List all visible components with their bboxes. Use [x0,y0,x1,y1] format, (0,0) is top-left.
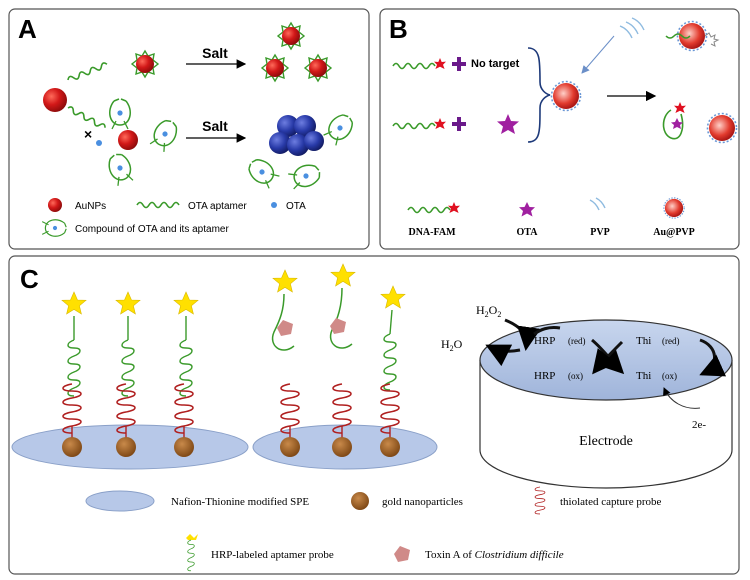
pvp-arrow [581,35,615,74]
no-target-label: No target [471,58,520,70]
legend-aunp-label: AuNPs [75,201,106,212]
legend-compound-label: Compound of OTA and its aptamer [75,224,229,235]
legend-hrp-label: HRP-labeled aptamer probe [211,549,334,561]
cross-arrow-2 [592,340,624,375]
panel-b-frame [379,8,740,250]
probe-left-1 [61,291,87,457]
h2o2-arrow [504,318,541,351]
ota-star-row2 [497,114,519,134]
hrp-cycle-arrow [533,326,561,336]
panel-c: C [8,255,740,575]
salt-label-bottom: Salt [202,118,228,134]
legend-pvp-label: PVP [590,227,609,238]
legend-ota-icon [271,202,277,208]
panel-a-letter: A [18,14,37,44]
legend-hrp-icon [186,534,198,572]
pvp-pieces [619,17,645,39]
aunp-aggregate [269,115,324,156]
legend-capture-label: thiolated capture probe [560,496,662,508]
thi-red-label: Thi [636,335,651,347]
legend-au-pvp-label: Au@PVP [653,227,695,238]
panel-c-letter: C [20,264,39,294]
panel-a: A × Salt Salt [8,8,370,250]
h2o-arrow [485,344,521,367]
panel-b-letter: B [389,14,408,44]
legend-gold-label: gold nanoparticles [382,496,463,508]
legend-toxin-icon [394,546,410,562]
salt-label-top: Salt [202,45,228,61]
thi-ox-state: (ox) [662,371,677,381]
probe-right-1 [271,269,300,457]
probe-right-3 [380,285,406,457]
hrp-red-label: HRP [534,335,555,347]
hrp-ox-label: HRP [534,370,555,382]
cross-mark: × [84,126,92,142]
legend-ota-label: OTA [286,201,306,212]
legend-dna-fam-label: DNA-FAM [408,227,456,238]
product-bottom-complex [662,102,686,140]
electrode-label: Electrode [579,434,633,449]
legend-spe-icon [85,490,155,512]
legend-aunp-icon [48,198,62,212]
aunp-start [43,88,67,112]
probe-right-2 [329,263,356,457]
h2o2-label: H2O2 [476,303,501,319]
legend-aptamer-label: OTA aptamer [188,201,247,212]
hrp-ox-state: (ox) [568,371,583,381]
aunp-naked [118,130,138,150]
legend-spe-label: Nafion-Thionine modified SPE [171,496,309,508]
probe-left-3 [173,291,199,457]
legend-ota-icon-b [519,202,535,217]
thi-cycle-arrow [699,338,727,377]
plus-row1 [452,57,466,71]
brace [527,47,551,143]
probe-left-2 [115,291,141,457]
legend-pvp-icon [589,197,606,211]
legend-toxin-label: Toxin A of Clostridium difficile [425,549,564,561]
thi-ox-label: Thi [636,370,651,382]
legend-gold-icon [351,492,369,510]
h2o-label: H2O [441,337,463,353]
product-top [665,20,720,52]
ota-molecule [96,140,102,146]
electron-arrow [663,387,701,409]
electrons-label: 2e- [692,419,706,431]
hrp-red-state: (red) [568,336,586,346]
electrode: Electrode [479,319,733,489]
thi-red-state: (red) [662,336,680,346]
plus-row2 [452,117,466,131]
panel-b: B No target [379,8,740,250]
legend-ota-label-b: OTA [517,227,539,238]
